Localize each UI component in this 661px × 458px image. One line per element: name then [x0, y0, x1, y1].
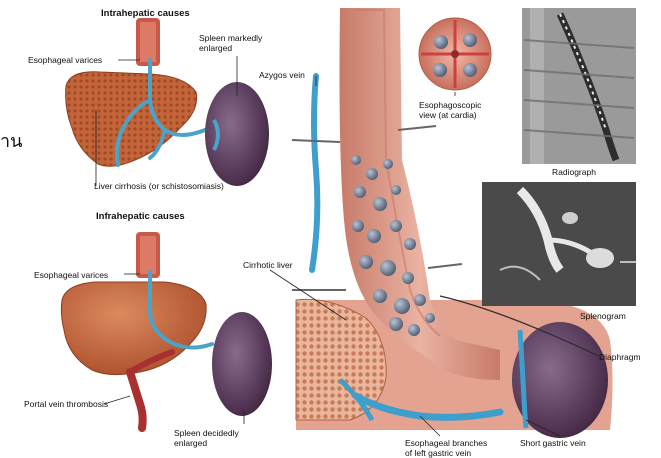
label-esophagoscopic-line2: view (at cardia) — [419, 110, 477, 120]
label-liver-cirrhosis: Liver cirrhosis (or schistosomiasis) — [94, 181, 224, 191]
label-diaphragm: Diaphragm — [599, 352, 641, 362]
label-spleen-markedly-line2: enlarged — [199, 43, 232, 53]
label-esophageal-varices-top: Esophageal varices — [28, 55, 102, 65]
azygos-vein — [312, 76, 317, 270]
label-portal-vein-thrombosis: Portal vein thrombosis — [24, 399, 108, 409]
spleen-enlarged-top — [205, 82, 269, 186]
spleen-enlarged-bottom — [212, 312, 272, 416]
label-cirrhotic-liver: Cirrhotic liver — [243, 260, 293, 270]
esophagoscopic-view — [419, 18, 491, 90]
label-esophagoscopic-line1: Esophagoscopic — [419, 100, 481, 110]
label-esophageal-branches-line1: Esophageal branches — [405, 438, 487, 448]
label-radiograph: Radiograph — [552, 167, 596, 177]
label-esophageal-varices-bottom: Esophageal varices — [34, 270, 108, 280]
side-text-fragment: าน — [0, 126, 22, 155]
cirrhotic-liver — [66, 72, 197, 166]
heading-intrahepatic-causes: Intrahepatic causes — [101, 8, 190, 19]
splenogram-image — [482, 182, 636, 306]
heading-infrahepatic-causes: Infrahepatic causes — [96, 211, 185, 222]
portal-vein-thrombosis — [130, 372, 143, 428]
label-splenogram: Splenogram — [580, 311, 626, 321]
radiograph-image — [522, 8, 636, 164]
normal-liver — [61, 282, 206, 375]
label-spleen-markedly-line1: Spleen markedly — [199, 33, 262, 43]
label-spleen-decidedly-line1: Spleen decidedly — [174, 428, 239, 438]
label-spleen-decidedly-line2: enlarged — [174, 438, 207, 448]
label-azygos-vein: Azygos vein — [259, 70, 305, 80]
label-short-gastric-vein: Short gastric vein — [520, 438, 586, 448]
